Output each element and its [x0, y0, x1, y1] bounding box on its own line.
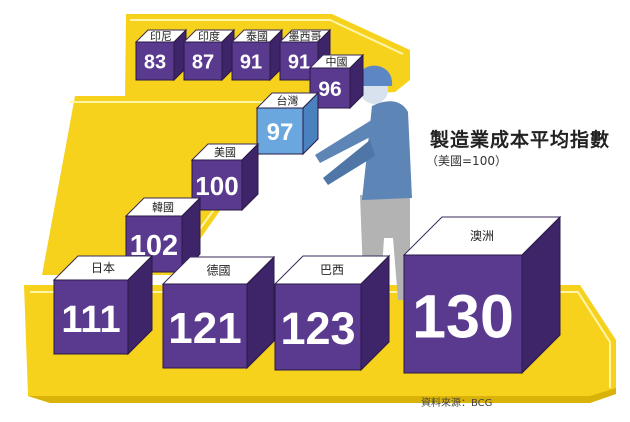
country-label: 墨西哥 [289, 30, 322, 43]
box-front-face [125, 215, 183, 273]
country-label: 中國 [326, 56, 348, 69]
value-label: 97 [267, 119, 294, 146]
country-label: 美國 [214, 146, 236, 159]
country-box: 泰國 91 [230, 28, 284, 82]
box-front-face [162, 283, 248, 369]
value-label: 121 [168, 304, 241, 353]
country-label: 日本 [91, 261, 115, 275]
country-box: 美國 100 [190, 142, 260, 212]
value-label: 130 [412, 283, 514, 351]
box-front-face [183, 41, 223, 81]
country-box: 澳洲 130 [402, 215, 562, 375]
country-label: 韓國 [152, 201, 174, 214]
chart-title: 製造業成本平均指數 [430, 129, 611, 151]
country-box: 印尼 83 [134, 28, 188, 82]
helmet-icon [356, 65, 393, 86]
value-label: 87 [192, 52, 214, 74]
country-label: 澳洲 [470, 229, 494, 243]
source-note: 資料來源：BCG [421, 398, 493, 409]
country-box: 中國 96 [308, 53, 365, 110]
country-label: 印度 [198, 29, 220, 43]
value-label: 91 [288, 52, 310, 74]
value-label: 100 [195, 171, 238, 201]
belt-edge-shade [28, 388, 616, 403]
country-box: 印度 87 [182, 28, 236, 82]
country-box: 德國 121 [161, 255, 276, 370]
country-label: 巴西 [320, 263, 344, 277]
value-label: 91 [240, 52, 262, 74]
value-label: 123 [280, 303, 355, 354]
chart-subtitle: （美國=100） [426, 154, 507, 168]
country-label: 德國 [206, 263, 230, 278]
box-front-face [403, 254, 523, 374]
box-front-face [231, 41, 271, 81]
country-label: 泰國 [246, 29, 268, 43]
worker-arm-lower [323, 140, 375, 185]
country-box: 日本 111 [52, 254, 154, 356]
value-label: 111 [61, 299, 120, 341]
box-front-face [256, 107, 304, 155]
value-label: 83 [144, 52, 166, 74]
factory-worker-illustration [315, 65, 412, 300]
box-front-face [274, 283, 362, 371]
value-label: 96 [318, 78, 341, 101]
country-label: 印尼 [150, 30, 172, 43]
country-box: 台灣 97 [255, 91, 320, 156]
box-front-face [135, 41, 175, 81]
box-front-face [53, 279, 129, 355]
worker-arm [315, 116, 380, 163]
country-box: 巴西 123 [273, 254, 391, 372]
belt-diagonal-track [42, 96, 300, 275]
country-label: 台灣 [277, 94, 299, 108]
